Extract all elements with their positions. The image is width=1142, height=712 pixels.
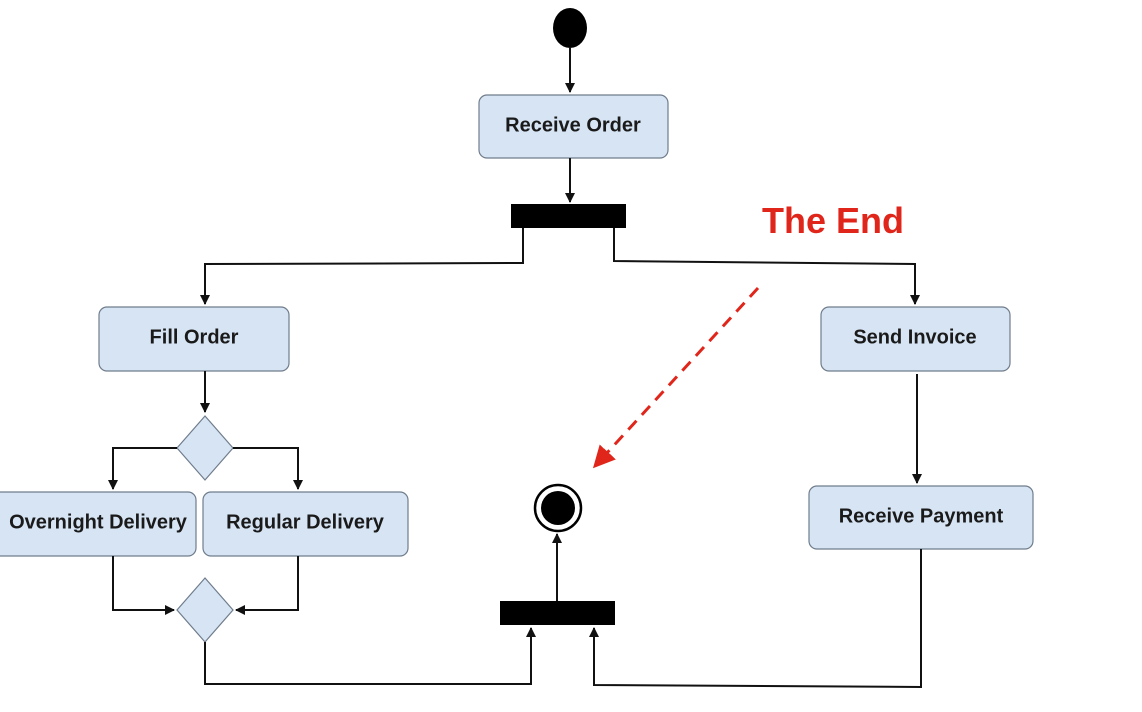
join-bar (500, 601, 615, 625)
action-send-invoice[interactable]: Send Invoice (820, 306, 1011, 372)
action-regular-delivery[interactable]: Regular Delivery (202, 491, 409, 557)
action-receive-payment[interactable]: Receive Payment (808, 485, 1034, 550)
flow-fork-to-send-invoice (613, 228, 920, 305)
action-overnight-delivery[interactable]: Overnight Delivery (0, 491, 197, 557)
initial-node (553, 8, 587, 48)
decision-node (176, 415, 234, 481)
flow-decision-to-regular (233, 447, 303, 490)
flow-decision-to-overnight (108, 447, 177, 490)
flow-receive-payment-to-join (589, 549, 922, 689)
flow-overnight-to-merge (112, 556, 175, 615)
merge-node (176, 577, 234, 643)
action-fill-order[interactable]: Fill Order (98, 306, 290, 372)
the-end-pointer-arrow (592, 286, 760, 469)
send-invoice-label: Send Invoice (853, 326, 976, 348)
action-receive-order[interactable]: Receive Order (478, 94, 669, 159)
fill-order-label: Fill Order (150, 326, 239, 348)
receive-order-label: Receive Order (505, 114, 641, 136)
regular-delivery-label: Regular Delivery (226, 511, 385, 533)
the-end-annotation: The End (762, 200, 904, 241)
flow-merge-to-join (204, 627, 536, 685)
fork-bar (511, 204, 626, 228)
overnight-delivery-label: Overnight Delivery (9, 511, 188, 533)
flow-regular-to-merge (235, 556, 299, 615)
receive-payment-label: Receive Payment (839, 505, 1004, 527)
final-node (533, 483, 583, 533)
flow-fork-to-fill-order (200, 228, 524, 305)
